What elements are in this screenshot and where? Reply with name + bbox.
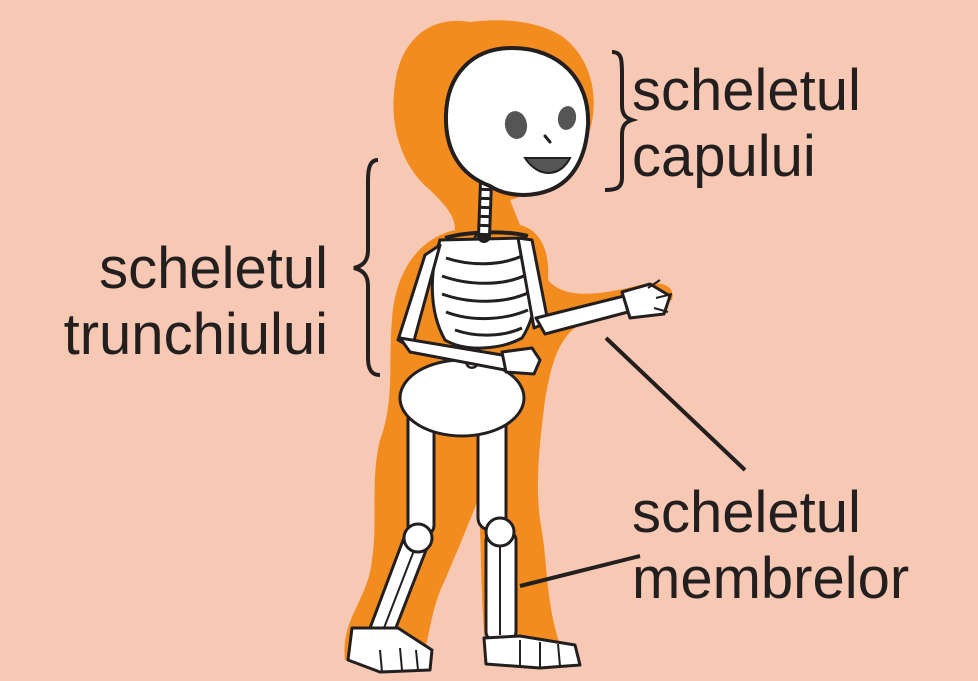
right-knee [486, 518, 514, 546]
limbs-label-line-2: membrelor [632, 546, 909, 612]
right-foot [484, 636, 580, 668]
trunk-skeleton-label: scheletul trunchiului [64, 236, 328, 368]
trunk-bracket [354, 160, 380, 375]
head-label-line-2: capului [632, 124, 861, 190]
arm-pointer-line [606, 338, 745, 470]
limbs-label-line-1: scheletul [632, 480, 909, 546]
left-knee [404, 524, 432, 552]
trunk-label-line-2: trunchiului [64, 302, 328, 368]
left-hand [502, 348, 540, 374]
limbs-skeleton-label: scheletul membrelor [632, 480, 909, 612]
trunk-label-line-1: scheletul [64, 236, 328, 302]
head-label-line-1: scheletul [632, 58, 861, 124]
head-bracket-bottom [605, 135, 622, 190]
head-skeleton-label: scheletul capului [632, 58, 861, 190]
head-bracket-top [612, 52, 632, 135]
